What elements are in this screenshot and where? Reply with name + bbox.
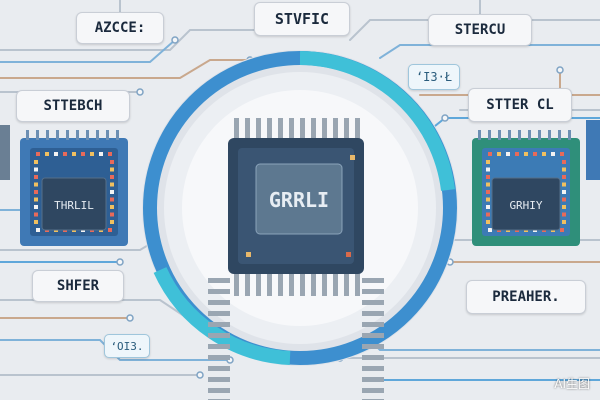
label-bottom-small: ‘OI3. [104,334,150,358]
right-chip-label: GRHIY [509,198,543,212]
central-chip [208,118,384,400]
watermark: AI生图 [554,377,590,391]
label-top-right: STERCU [428,14,532,46]
left-board [20,130,128,246]
label-bottom-left: SHFER [32,270,124,302]
left-chip-label: THRLIL [54,198,94,212]
label-mid-right: STTER CL [468,88,572,122]
label-top-center: STVFIC [254,2,350,36]
label-mid-left: STTEBCH [16,90,130,122]
side-pins [0,120,600,180]
label-right-small: ‘I3·Ł [408,64,460,90]
label-bottom-right: PREAHER. [466,280,586,314]
right-board [472,130,580,246]
label-top-left: AZCCE: [76,12,164,44]
center-chip-label: GRRLI [268,188,330,212]
